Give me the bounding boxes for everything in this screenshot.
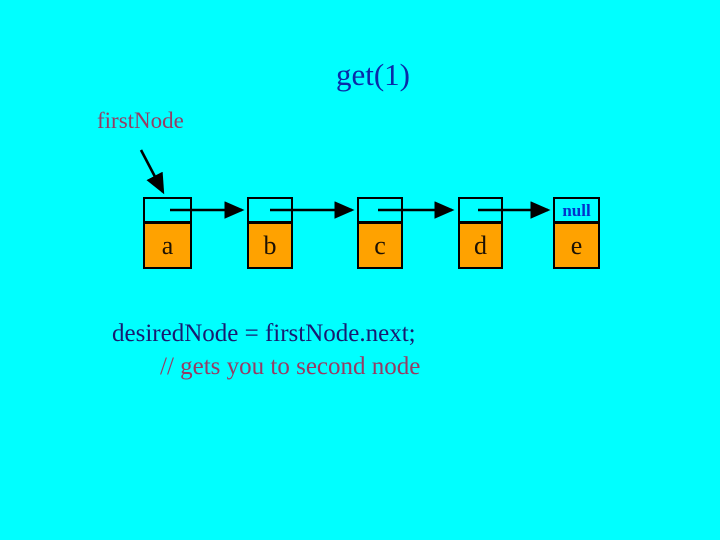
node-pointer-cell bbox=[145, 199, 190, 221]
list-node-a: a bbox=[143, 197, 192, 269]
node-value-cell: d bbox=[460, 221, 501, 267]
code-line-2: // gets you to second node bbox=[160, 353, 421, 380]
slide-title: get(1) bbox=[335, 57, 411, 92]
null-label: null bbox=[562, 200, 591, 220]
list-node-d: d bbox=[458, 197, 503, 269]
list-node-c: c bbox=[357, 197, 403, 269]
node-pointer-cell bbox=[460, 199, 501, 221]
node-value-cell: e bbox=[555, 221, 598, 267]
list-node-b: b bbox=[247, 197, 293, 269]
first-node-arrow bbox=[139, 149, 165, 195]
code-line-1: desiredNode = firstNode.next; bbox=[112, 320, 416, 347]
node-value-cell: c bbox=[359, 221, 401, 267]
first-node-label: firstNode bbox=[97, 108, 184, 133]
node-value-cell: b bbox=[249, 221, 291, 267]
node-pointer-cell bbox=[359, 199, 401, 221]
node-pointer-cell bbox=[249, 199, 291, 221]
node-value-cell: a bbox=[145, 221, 190, 267]
